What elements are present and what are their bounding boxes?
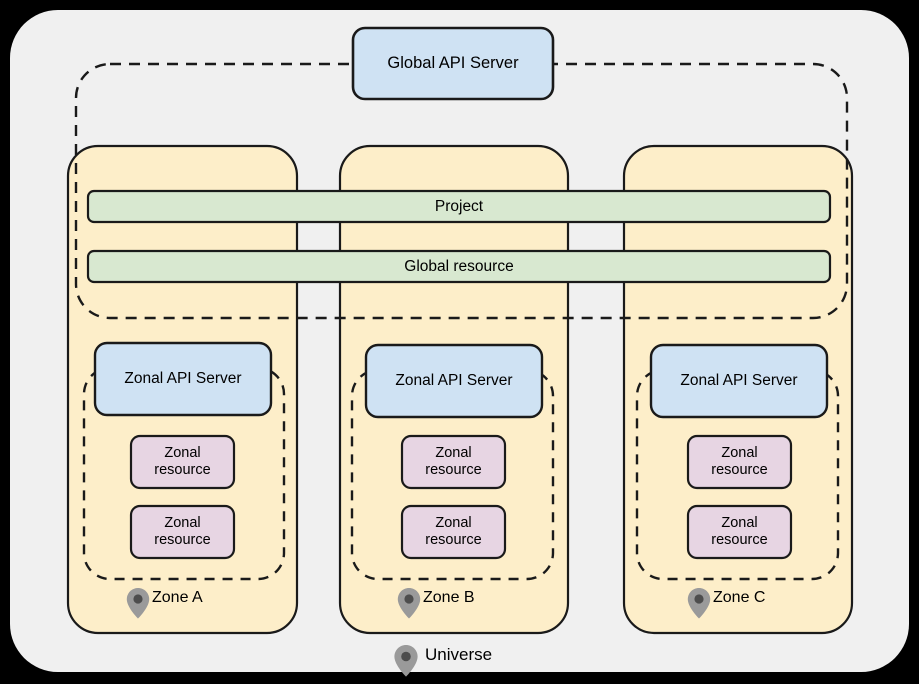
spanning-bar-global-resource[interactable]	[86, 249, 832, 284]
zone-label-a-text: Zone A	[152, 589, 203, 606]
spanning-bar-project[interactable]	[86, 189, 832, 224]
map-pin-icon-zone-a	[126, 588, 150, 619]
map-pin-icon-zone-b	[397, 588, 421, 619]
zone-label-a: Zone A	[152, 589, 203, 607]
zonal-api-server-box-b[interactable]	[364, 343, 544, 419]
zonal-resource-box-c-2[interactable]	[686, 504, 793, 560]
zonal-resource-box-c-1[interactable]	[686, 434, 793, 490]
zone-label-b: Zone B	[423, 589, 475, 607]
zonal-resource-box-a-1[interactable]	[129, 434, 236, 490]
map-pin-icon-universe	[394, 645, 418, 677]
zone-label-c-text: Zone C	[713, 589, 766, 606]
zonal-api-server-box-a[interactable]	[93, 341, 273, 417]
zonal-resource-box-a-2[interactable]	[129, 504, 236, 560]
map-pin-icon-zone-c	[687, 588, 711, 619]
zone-label-c: Zone C	[713, 589, 765, 607]
universe-label: Universe	[425, 645, 492, 665]
zonal-resource-box-b-1[interactable]	[400, 434, 507, 490]
global-api-server-box[interactable]	[351, 26, 555, 101]
zonal-resource-box-b-2[interactable]	[400, 504, 507, 560]
zonal-api-server-box-c[interactable]	[649, 343, 829, 419]
universe-label-text: Universe	[425, 645, 493, 664]
zone-label-b-text: Zone B	[423, 589, 475, 606]
